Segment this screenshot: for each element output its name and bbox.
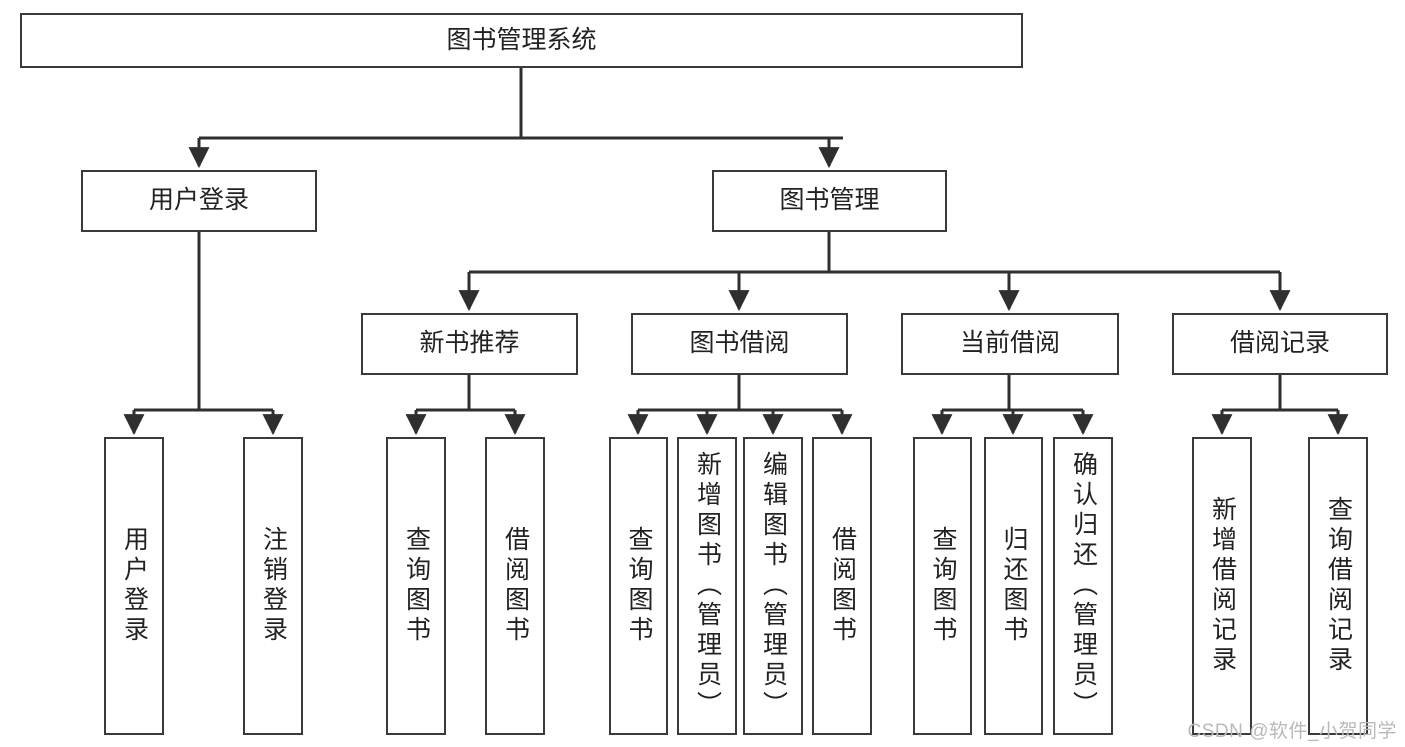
node-leaf-bb-borrow-book[interactable]: 借阅图书: [812, 437, 872, 735]
node-new-book-recommend-label: 新书推荐: [419, 329, 520, 358]
node-book-borrow-label: 图书借阅: [689, 329, 790, 358]
node-root-label: 图书管理系统: [446, 25, 597, 54]
node-borrow-record-label: 借阅记录: [1229, 329, 1330, 358]
node-new-book-recommend[interactable]: 新书推荐: [361, 313, 578, 375]
node-leaf-bb-add-book-label: 新增图书（管理员）: [693, 451, 722, 721]
node-borrow-record[interactable]: 借阅记录: [1172, 313, 1388, 375]
node-current-borrow-label: 当前借阅: [959, 329, 1060, 358]
node-leaf-bb-query-book-label: 查询图书: [625, 526, 653, 646]
node-leaf-br-query-record[interactable]: 查询借阅记录: [1308, 437, 1368, 735]
node-leaf-cb-return-book-label: 归还图书: [1000, 526, 1028, 646]
node-leaf-user-login[interactable]: 用户登录: [104, 437, 164, 735]
node-leaf-cb-confirm-return-label: 确认归还（管理员）: [1069, 451, 1098, 721]
node-leaf-bb-borrow-book-label: 借阅图书: [828, 526, 857, 646]
node-leaf-rec-query-book-label: 查询图书: [402, 526, 431, 646]
node-leaf-cb-query-book[interactable]: 查询图书: [913, 437, 972, 735]
node-leaf-br-add-record-label: 新增借阅记录: [1208, 496, 1237, 676]
node-leaf-bb-query-book[interactable]: 查询图书: [609, 437, 668, 735]
node-leaf-cb-confirm-return[interactable]: 确认归还（管理员）: [1053, 437, 1113, 735]
node-book-borrow[interactable]: 图书借阅: [631, 313, 848, 375]
node-book-manage[interactable]: 图书管理: [712, 170, 947, 232]
node-leaf-user-logout-label: 注销登录: [259, 526, 288, 646]
node-book-manage-label: 图书管理: [779, 186, 880, 215]
node-leaf-br-add-record[interactable]: 新增借阅记录: [1192, 437, 1252, 735]
node-leaf-bb-edit-book[interactable]: 编辑图书（管理员）: [743, 437, 803, 735]
node-leaf-rec-query-book[interactable]: 查询图书: [386, 437, 446, 735]
node-leaf-bb-edit-book-label: 编辑图书（管理员）: [759, 451, 788, 721]
node-leaf-cb-return-book[interactable]: 归还图书: [984, 437, 1043, 735]
csdn-watermark: CSDN @软件_小贺同学: [1187, 721, 1397, 742]
node-leaf-cb-query-book-label: 查询图书: [929, 526, 957, 646]
node-leaf-rec-borrow-book[interactable]: 借阅图书: [485, 437, 545, 735]
node-leaf-bb-add-book[interactable]: 新增图书（管理员）: [677, 437, 737, 735]
node-leaf-user-login-label: 用户登录: [120, 526, 149, 646]
node-root[interactable]: 图书管理系统: [20, 13, 1023, 68]
node-user-login-label: 用户登录: [148, 186, 249, 215]
node-leaf-br-query-record-label: 查询借阅记录: [1324, 496, 1353, 676]
node-leaf-rec-borrow-book-label: 借阅图书: [501, 526, 530, 646]
node-leaf-user-logout[interactable]: 注销登录: [243, 437, 303, 735]
node-user-login[interactable]: 用户登录: [81, 170, 317, 232]
node-current-borrow[interactable]: 当前借阅: [901, 313, 1119, 375]
